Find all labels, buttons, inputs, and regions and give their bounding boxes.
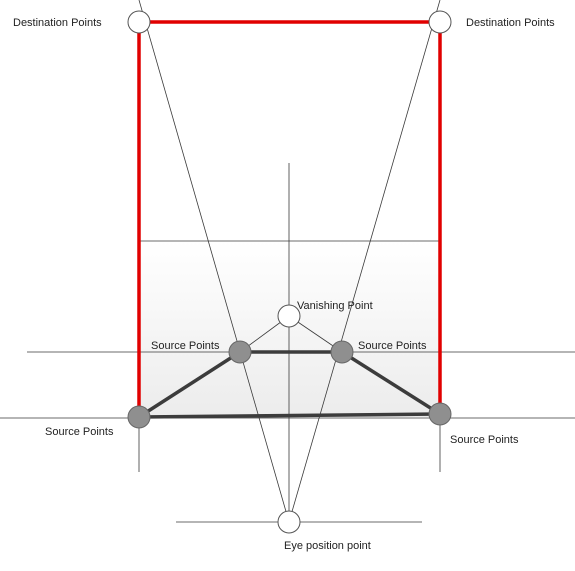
- shaded-plane: [139, 241, 440, 417]
- source-point-upper-right[interactable]: [330, 340, 354, 364]
- ray-left-destination-to-eye: [138, 0, 290, 523]
- destination-point-left[interactable]: [127, 10, 151, 34]
- label-source-lower-right: Source Points: [450, 434, 519, 446]
- source-point-lower-left[interactable]: [127, 405, 151, 429]
- label-eye-position: Eye position point: [284, 540, 371, 552]
- source-point-lower-right[interactable]: [428, 402, 452, 426]
- destination-point-right[interactable]: [428, 10, 452, 34]
- label-vanishing-point: Vanishing Point: [297, 300, 373, 312]
- ray-right-destination-to-eye: [288, 0, 441, 523]
- destination-rectangle: [137, 20, 442, 418]
- label-source-upper-left: Source Points: [151, 340, 220, 352]
- label-source-lower-left: Source Points: [45, 426, 114, 438]
- label-source-upper-right: Source Points: [358, 340, 427, 352]
- source-point-upper-left[interactable]: [228, 340, 252, 364]
- label-destination-left: Destination Points: [13, 17, 102, 29]
- label-destination-right: Destination Points: [466, 17, 555, 29]
- eye-position-point[interactable]: [277, 510, 301, 534]
- vanishing-point[interactable]: [277, 304, 301, 328]
